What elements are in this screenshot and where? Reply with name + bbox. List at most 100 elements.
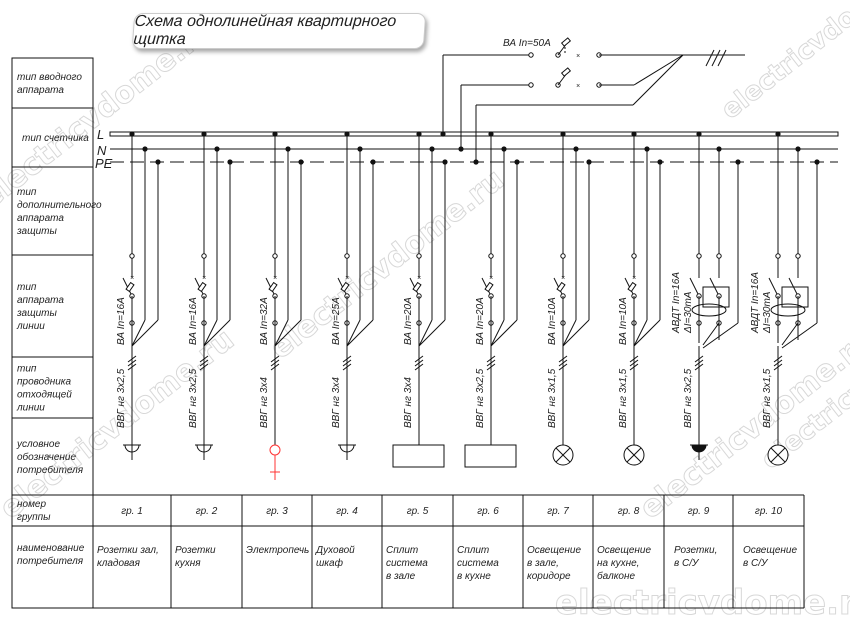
cable-label: ВВГ нг 3х4 [259, 377, 270, 428]
row-label: обозначение [17, 451, 76, 463]
terminal [775, 253, 781, 259]
terminal [631, 253, 637, 259]
junction-dot [795, 146, 801, 152]
breaker-label: ВА In=20А [475, 297, 486, 345]
row-label: номер [17, 499, 46, 510]
wire [702, 322, 739, 349]
terminal [344, 253, 350, 259]
junction-dot [298, 159, 304, 165]
switch-blade [768, 277, 779, 297]
terminal [416, 253, 422, 259]
row-label: аппарата [17, 85, 64, 96]
row-label: линии [16, 321, 45, 332]
contact-mark: × [273, 275, 277, 282]
breaker-label: АВДТ In=16А [750, 272, 761, 334]
wire [418, 319, 433, 347]
thermal-release-icon [125, 281, 135, 293]
cable-label: ВВГ нг 3х1,5 [762, 368, 773, 428]
input-contact-mark: × [576, 53, 580, 60]
breaker-label: ΔI=30mA [762, 291, 773, 334]
thermal-release-icon [268, 281, 278, 293]
consumer-name: система [386, 558, 428, 569]
thermal-release-icon [197, 281, 207, 293]
contact-mark: × [632, 275, 636, 282]
consumer-name: Сплит [457, 545, 489, 556]
watermark: electricvdome.ru [716, 0, 850, 126]
terminal [528, 52, 534, 58]
consumer-name: Розетки зал, [97, 545, 159, 556]
terminal [528, 82, 534, 88]
wire [633, 319, 648, 347]
consumer-name: Духовой [315, 545, 355, 556]
consumer-name: Освещение [743, 545, 797, 556]
junction-dot [488, 131, 494, 137]
cable-label: ВВГ нг 3х2,5 [683, 368, 694, 428]
wire [781, 322, 818, 349]
cable-label: ВВГ нг 3х2,5 [188, 368, 199, 428]
lamp-cross [626, 447, 642, 463]
rcd-transformer-icon [691, 303, 727, 317]
contact-mark: × [489, 275, 493, 282]
consumer-name: на кухне, [597, 558, 639, 569]
cable-label: ВВГ нг 3х2,5 [116, 368, 127, 428]
bus-label-L: L [97, 127, 104, 142]
terminal [560, 253, 566, 259]
cable-label: ВВГ нг 3х1,5 [618, 368, 629, 428]
consumer-name: в зале, [527, 558, 559, 569]
wire [633, 319, 661, 347]
breaker-label: АВДТ In=16А [671, 272, 682, 334]
wire [490, 319, 518, 347]
wire [702, 322, 720, 346]
breaker-label: ВА In=10А [547, 297, 558, 345]
row-label: защиты [16, 308, 58, 319]
group-number: гр. 9 [688, 506, 710, 517]
lamp-cross [555, 447, 571, 463]
terminal [696, 253, 702, 259]
junction-dot [473, 159, 479, 165]
wire [418, 319, 446, 347]
wire [274, 319, 289, 347]
thermal-release-icon [556, 281, 566, 293]
row-label: тип [17, 282, 37, 293]
row-label: потребителя [17, 464, 84, 476]
row-label: дополнительного [17, 200, 102, 211]
row-label: наименование [17, 543, 85, 554]
junction-dot [586, 159, 592, 165]
junction-dot [560, 131, 566, 137]
junction-dot [442, 159, 448, 165]
junction-dot [458, 146, 464, 152]
row-label: тип [17, 364, 37, 375]
junction-dot [129, 131, 135, 137]
cable-label: ВВГ нг 3х4 [331, 377, 342, 428]
consumer-name: коридоре [527, 571, 571, 582]
wire [203, 319, 231, 347]
input-trip-icon [560, 37, 572, 47]
input-wire [633, 54, 684, 86]
breaker-label: ВА In=20А [403, 297, 414, 345]
contact-mark: × [202, 275, 206, 282]
bus-L [109, 131, 839, 137]
junction-dot [814, 159, 820, 165]
electric-stove-icon [269, 444, 281, 456]
group-number: гр. 8 [618, 506, 640, 517]
row-label: тип вводного [17, 72, 82, 83]
row-label: потребителя [17, 555, 84, 567]
junction-dot [440, 131, 446, 137]
row-label: условное [16, 439, 60, 450]
consumer-name: система [457, 558, 499, 569]
junction-dot [644, 146, 650, 152]
input-trip-icon [560, 67, 572, 77]
consumer-name: Розетки, [674, 545, 717, 556]
cable-label: ВВГ нг 3х4 [403, 377, 414, 428]
contact-mark: × [417, 275, 421, 282]
junction-dot [501, 146, 507, 152]
rcd-transformer-icon [770, 303, 806, 317]
group-number: гр. 1 [121, 506, 143, 517]
cable-tick [711, 49, 721, 67]
junction-dot [775, 131, 781, 137]
consumer-name: кухня [175, 558, 201, 569]
row-label: тип счетчика [22, 133, 89, 144]
terminal [272, 253, 278, 259]
lamp-cross [770, 447, 786, 463]
